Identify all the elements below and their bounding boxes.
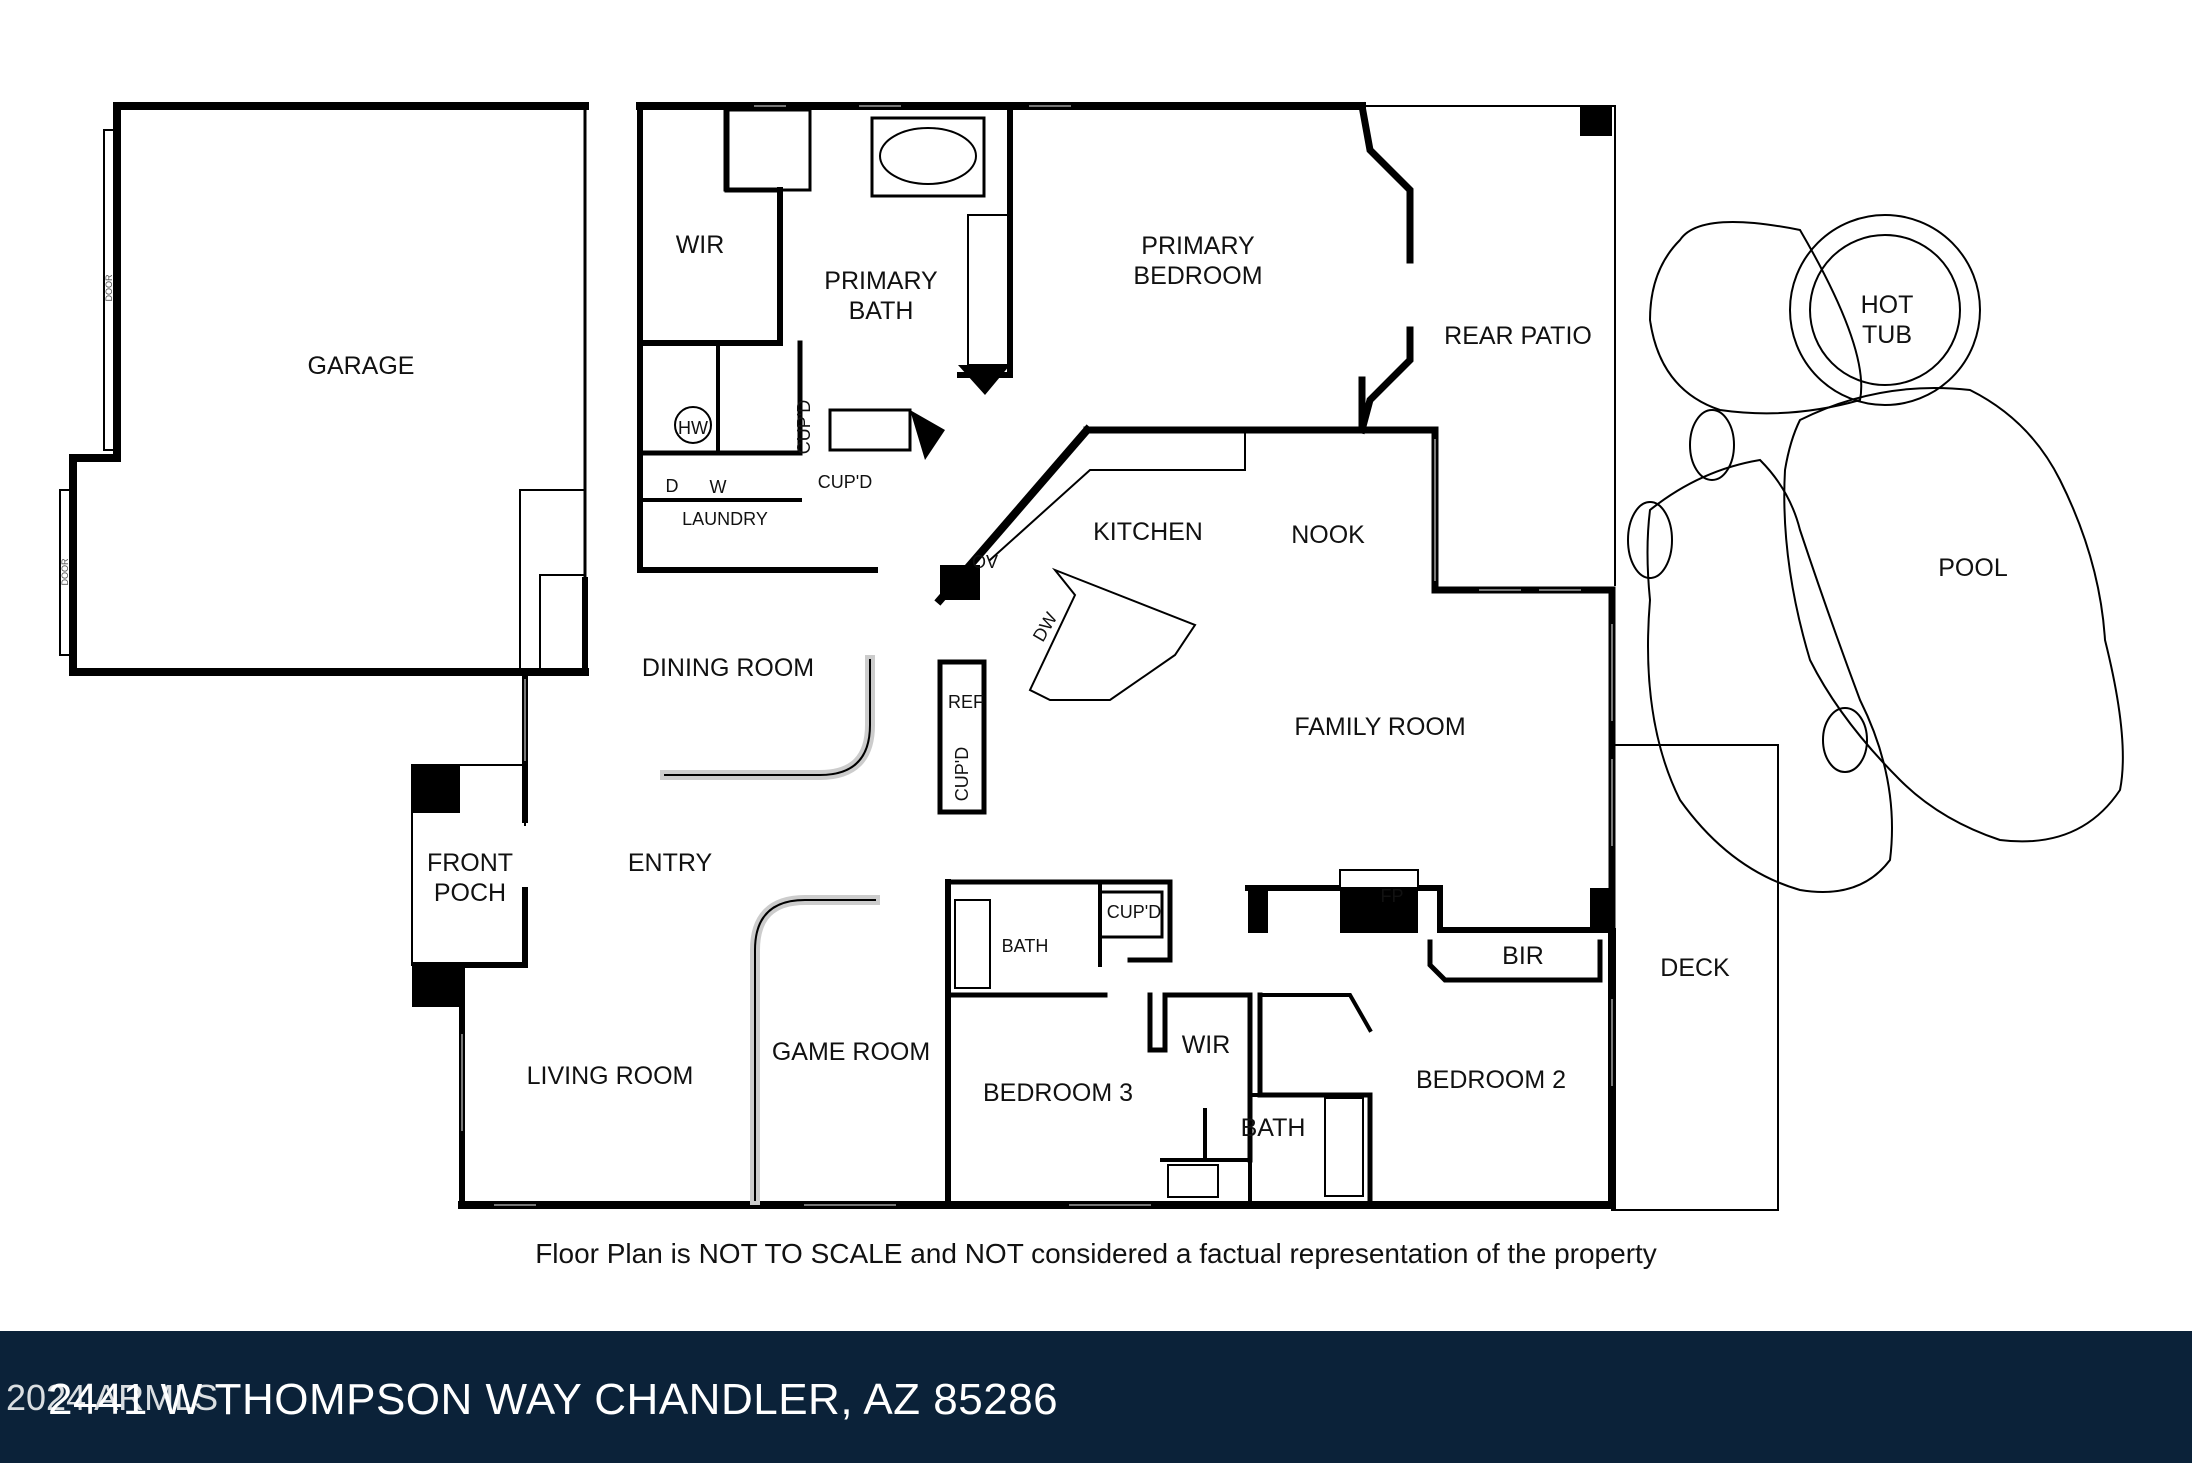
room-label-front-poch-line1: FRONT bbox=[426, 849, 514, 877]
room-label-hot-tub-line2: TUB bbox=[1862, 321, 1912, 349]
room-label-bedroom-3: BEDROOM 3 bbox=[982, 1079, 1134, 1107]
room-label-game-room: GAME ROOM bbox=[771, 1038, 931, 1066]
room-label-bir: BIR bbox=[1502, 942, 1544, 970]
room-label-wir-primary: WIR bbox=[675, 231, 725, 259]
room-label-pool: POOL bbox=[1938, 554, 2008, 582]
room-label-primary-bedroom-line1: PRIMARY bbox=[1141, 232, 1255, 260]
room-label-bedroom2-bath: BATH bbox=[1240, 1114, 1306, 1142]
room-label-family-room: FAMILY ROOM bbox=[1294, 713, 1466, 741]
room-label-hall-bath: BATH bbox=[1001, 936, 1049, 956]
fixture-label-fireplace: FP bbox=[1380, 886, 1404, 906]
fixture-label-water-heater: HW bbox=[678, 418, 708, 438]
room-label-front-poch-line2: POCH bbox=[433, 879, 507, 907]
fixture-label-cupboard-pantry: CUP'D bbox=[952, 746, 972, 802]
fixture-label-cupboard-vertical: CUP'D bbox=[794, 399, 814, 455]
disclaimer-text: Floor Plan is NOT TO SCALE and NOT consi… bbox=[535, 1238, 1657, 1269]
footer-address: 2441 W THOMPSON WAY CHANDLER, AZ 85286 bbox=[48, 1375, 1059, 1424]
fixture-label-garage-door-2: DOOR bbox=[60, 558, 70, 586]
room-label-kitchen: KITCHEN bbox=[1093, 518, 1203, 546]
room-label-living-room: LIVING ROOM bbox=[526, 1062, 694, 1090]
footer-bar bbox=[0, 1331, 2192, 1463]
room-label-wir-bedroom3: WIR bbox=[1181, 1031, 1231, 1059]
room-label-garage: GARAGE bbox=[307, 352, 415, 380]
fixture-label-dryer: D bbox=[665, 476, 679, 496]
room-label-rear-patio: REAR PATIO bbox=[1444, 322, 1592, 350]
room-label-dining-room: DINING ROOM bbox=[641, 654, 815, 682]
room-label-nook: NOOK bbox=[1291, 521, 1365, 549]
room-label-hot-tub-line1: HOT bbox=[1860, 291, 1914, 319]
room-label-primary-bedroom-line2: BEDROOM bbox=[1133, 262, 1263, 290]
fixture-label-cupboard-hall: CUP'D bbox=[1106, 902, 1162, 922]
fixture-label-washer: W bbox=[709, 477, 727, 497]
room-label-bedroom-2: BEDROOM 2 bbox=[1415, 1066, 1567, 1094]
room-label-laundry: LAUNDRY bbox=[682, 509, 768, 529]
fixture-label-cupboard-laundry: CUP'D bbox=[817, 472, 873, 492]
room-label-primary-bath-line1: PRIMARY bbox=[824, 267, 938, 295]
room-label-entry: ENTRY bbox=[627, 849, 713, 877]
fixture-label-garage-door-1: DOOR bbox=[104, 274, 114, 302]
room-label-deck: DECK bbox=[1660, 954, 1730, 982]
footer-copyright: 2024 ARMLS bbox=[6, 1377, 219, 1418]
room-label-primary-bath-line2: BATH bbox=[848, 297, 914, 325]
fixture-label-oven: OV bbox=[971, 552, 999, 572]
fixture-label-refrigerator: REF bbox=[948, 692, 984, 712]
